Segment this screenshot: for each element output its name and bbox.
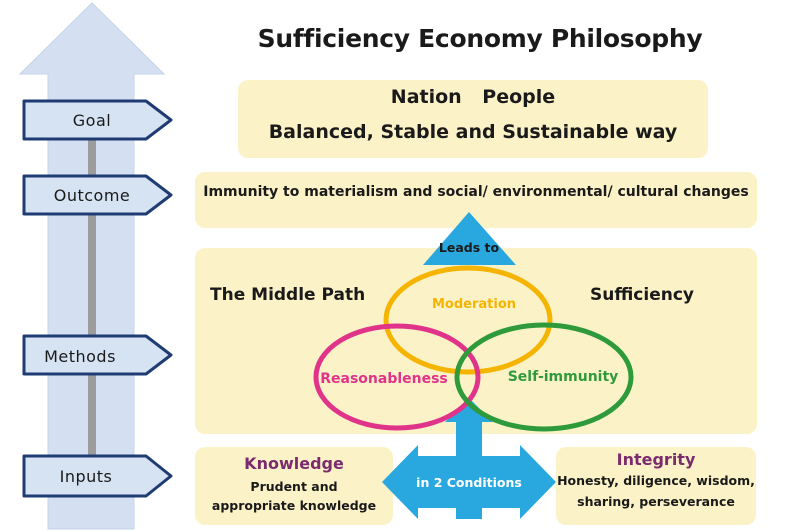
- goal-nation-people: Nation People: [390, 86, 556, 108]
- knowledge-line2: appropriate knowledge: [211, 498, 377, 513]
- connector-bar: [88, 140, 96, 176]
- integrity-line2: sharing, perseverance: [577, 494, 735, 509]
- stage-arrow-graphic: Goal Outcome Methods Inputs: [18, 2, 173, 530]
- knowledge-panel: [195, 447, 393, 525]
- moderation-circle: [383, 265, 553, 375]
- self-immunity-label: Self-immunity: [508, 369, 619, 385]
- connector-bar: [88, 374, 96, 456]
- outcome-text: Immunity to materialism and social/ envi…: [203, 184, 749, 200]
- conditions-arrow: in 2 Conditions: [382, 398, 556, 519]
- integrity-title: Integrity: [616, 450, 696, 469]
- connector-bar: [88, 214, 96, 336]
- self-immunity-circle: [454, 322, 634, 432]
- conditions-label: in 2 Conditions: [416, 475, 522, 490]
- methods-panel: [195, 248, 757, 434]
- stage-goal-label: Goal: [73, 111, 111, 130]
- knowledge-line1: Prudent and: [250, 479, 338, 494]
- integrity-line1: Honesty, diligence, wisdom,: [557, 473, 755, 488]
- middle-path-label: The Middle Path: [210, 285, 366, 305]
- moderation-label: Moderation: [432, 297, 516, 312]
- reasonableness-circle: [313, 323, 481, 431]
- leads-to-triangle: Leads to: [423, 212, 516, 265]
- goal-statement: Balanced, Stable and Sustainable way: [268, 121, 678, 143]
- stage-inputs-label: Inputs: [60, 467, 113, 486]
- sufficiency-label: Sufficiency: [590, 285, 695, 305]
- stage-inputs: Inputs: [22, 454, 173, 498]
- page-title: Sufficiency Economy Philosophy: [257, 24, 703, 53]
- stage-outcome-label: Outcome: [54, 186, 131, 205]
- stage-outcome: Outcome: [22, 174, 173, 216]
- stage-goal: Goal: [22, 99, 173, 141]
- reasonableness-label: Reasonableness: [320, 371, 448, 387]
- stage-methods: Methods: [22, 334, 173, 376]
- outcome-panel: [195, 172, 757, 228]
- integrity-panel: [556, 447, 756, 525]
- stage-methods-label: Methods: [44, 347, 116, 366]
- goal-panel: [238, 80, 708, 158]
- leads-to-label: Leads to: [439, 240, 500, 255]
- knowledge-title: Knowledge: [244, 454, 344, 473]
